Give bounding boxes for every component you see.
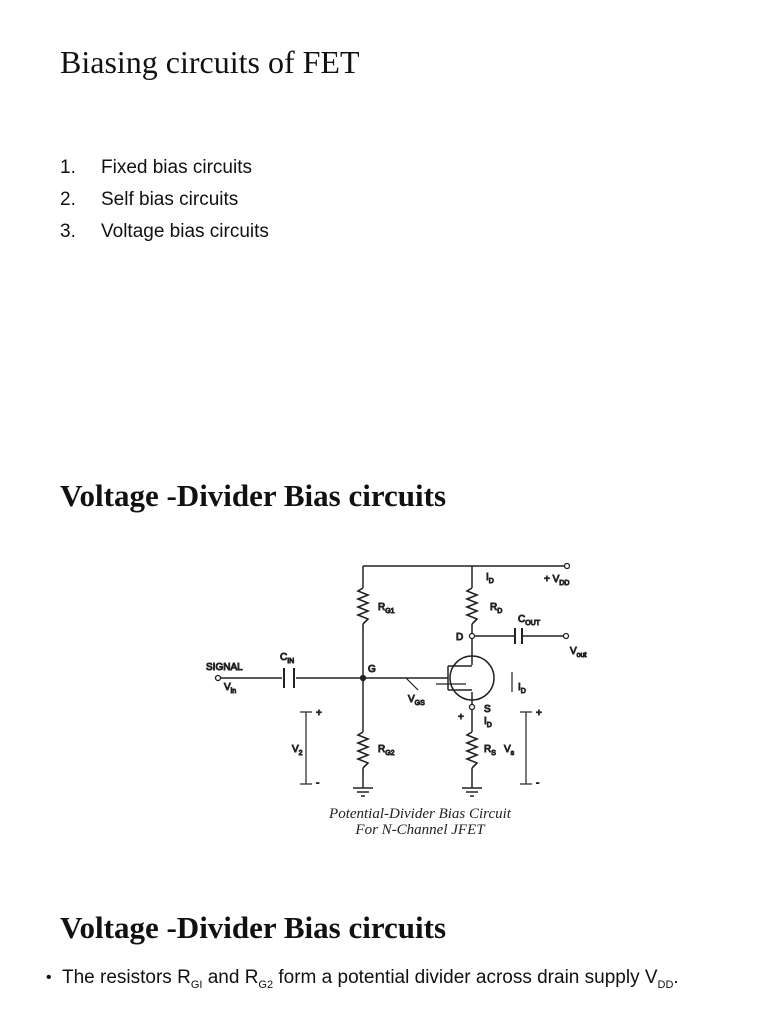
capacitor-cin	[283, 668, 295, 688]
caption-line-2: For N-Channel JFET	[354, 822, 486, 838]
label-s: S	[484, 704, 491, 715]
ground-symbol	[353, 787, 482, 797]
label-rg2: RG2	[378, 744, 395, 757]
list-text: Fixed bias circuits	[101, 157, 252, 178]
list-number: 3.	[60, 221, 76, 242]
label-cout: COUT	[518, 614, 541, 627]
circuit-diagram: SIGNAL Vin CIN G RG1 RG2 RD RS COUT + VD…	[206, 562, 587, 838]
list-number: 1.	[60, 157, 76, 178]
circuit-nodes	[214, 562, 571, 711]
label-v2: V2	[292, 744, 303, 757]
label-id-source: ID	[484, 716, 492, 729]
label-vdd: + VDD	[544, 574, 569, 587]
list-item: 3. Voltage bias circuits	[60, 216, 269, 248]
label-vin: Vin	[224, 682, 236, 695]
section-title-1: Voltage -Divider Bias circuits	[60, 478, 447, 513]
label-d: D	[456, 632, 463, 643]
bullet-text: The resistors RGI and RG2 form a potenti…	[62, 967, 679, 991]
voltage-markers	[300, 672, 532, 785]
capacitor-cout	[514, 628, 523, 644]
label-g: G	[368, 664, 376, 675]
bullet-paragraph: • The resistors RGI and RG2 form a poten…	[46, 964, 716, 999]
label-plus-vs: +	[536, 708, 542, 719]
resistor-rd	[464, 587, 480, 625]
label-rs: RS	[484, 744, 496, 757]
list-text: Self bias circuits	[101, 189, 239, 210]
section-title-2: Voltage -Divider Bias circuits	[60, 910, 447, 945]
label-vout: Vout	[570, 646, 586, 659]
resistor-rg2	[355, 731, 371, 769]
label-vs: Vs	[504, 744, 515, 757]
label-minus-v2: -	[316, 778, 319, 789]
list-item: 2. Self bias circuits	[60, 184, 269, 216]
label-plus-source: +	[458, 712, 464, 723]
label-cin: CIN	[280, 652, 294, 665]
circuit-wires	[218, 565, 567, 788]
label-rd: RD	[490, 602, 502, 615]
resistor-rg1	[355, 587, 371, 625]
bullet-dot-icon: •	[46, 969, 52, 986]
list-number: 2.	[60, 189, 76, 210]
label-plus-v2: +	[316, 708, 322, 719]
list-item: 1. Fixed bias circuits	[60, 152, 269, 184]
label-minus-vs: -	[536, 778, 539, 789]
list-text: Voltage bias circuits	[101, 221, 269, 242]
caption-line-1: Potential-Divider Bias Circuit	[328, 806, 512, 822]
label-vgs: VGS	[408, 694, 425, 707]
resistor-rs	[464, 731, 480, 769]
label-signal: SIGNAL	[206, 662, 243, 673]
label-id-right: ID	[518, 682, 526, 695]
bias-circuit-list: 1. Fixed bias circuits 2. Self bias circui…	[60, 152, 269, 248]
label-rg1: RG1	[378, 602, 395, 615]
label-id-top: ID	[486, 572, 494, 585]
page-title: Biasing circuits of FET	[60, 44, 360, 80]
